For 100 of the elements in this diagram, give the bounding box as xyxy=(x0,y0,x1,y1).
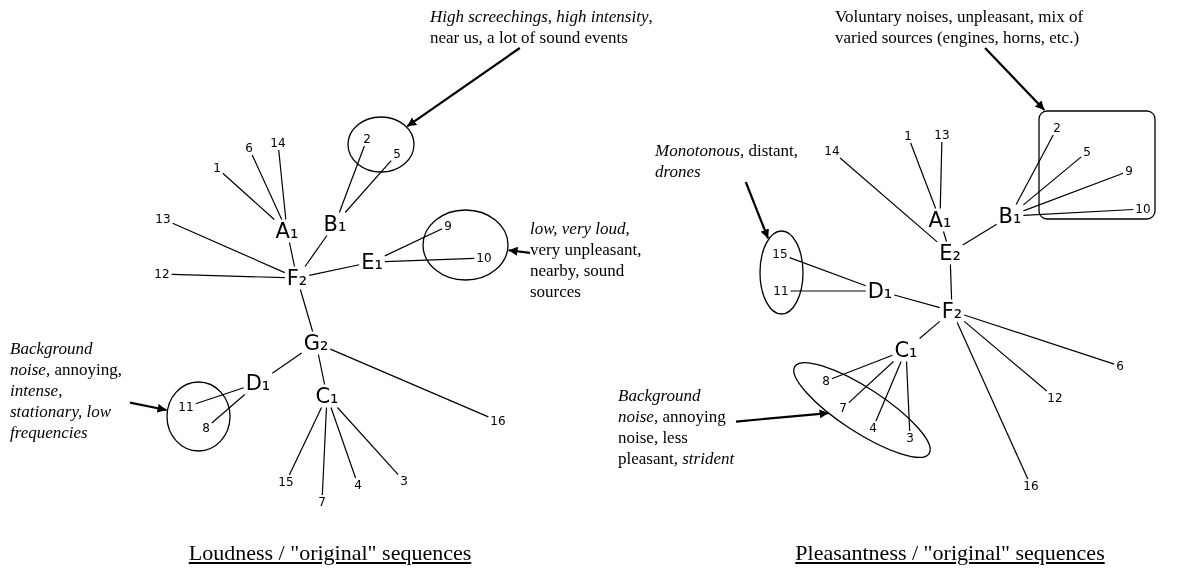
branch-line xyxy=(790,290,867,292)
leaf-number: 1 xyxy=(902,129,914,143)
annotation-text: Background noise, annoying, intense, stationary, low frequencies xyxy=(10,338,130,443)
leaf-number: 16 xyxy=(488,414,508,428)
branch-line xyxy=(1015,134,1054,206)
branch-line xyxy=(949,263,953,301)
branch-line xyxy=(321,406,328,496)
branch-line xyxy=(299,288,314,333)
arrow xyxy=(984,47,1046,111)
leaf-number: 9 xyxy=(442,219,454,233)
group-circle xyxy=(347,116,415,173)
leaf-number: 2 xyxy=(361,132,373,146)
leaf-number: 11 xyxy=(176,400,196,414)
cluster-label: C₁ xyxy=(892,338,920,362)
branch-line xyxy=(384,228,443,257)
branch-line xyxy=(942,230,948,243)
leaf-number: 16 xyxy=(1021,479,1041,493)
cluster-label: E₂ xyxy=(937,241,963,265)
branch-line xyxy=(278,149,287,221)
annotation-text: High screechings, high intensity, near us, a lot of sound events xyxy=(430,6,670,48)
arrow xyxy=(744,181,770,239)
cluster-label: C₁ xyxy=(313,384,341,408)
group-ellipse xyxy=(792,361,932,459)
arrow xyxy=(406,47,521,128)
caption: Pleasantness / "original" sequences xyxy=(795,540,1105,566)
branch-line xyxy=(195,387,245,405)
leaf-number: 3 xyxy=(398,474,410,488)
arrow xyxy=(508,246,531,256)
branch-line xyxy=(344,159,392,214)
branch-line xyxy=(288,241,296,268)
leaf-number: 12 xyxy=(1045,391,1065,405)
leaf-number: 12 xyxy=(152,267,172,281)
branch-line xyxy=(789,256,867,287)
leaf-number: 15 xyxy=(276,475,296,489)
leaf-number: 13 xyxy=(153,212,173,226)
cluster-label: F₂ xyxy=(284,266,310,290)
leaf-number: 2 xyxy=(1051,121,1063,135)
leaf-number: 9 xyxy=(1123,164,1135,178)
branch-line xyxy=(172,222,286,274)
branch-line xyxy=(211,393,246,424)
branch-line xyxy=(1022,156,1082,206)
branch-line xyxy=(222,172,275,221)
cluster-label: G₂ xyxy=(301,331,331,355)
leaf-number: 7 xyxy=(316,495,328,509)
leaf-number: 4 xyxy=(352,478,364,492)
branch-line xyxy=(338,145,365,214)
branch-line xyxy=(336,406,399,476)
leaf-number: 11 xyxy=(771,284,791,298)
leaf-number: 4 xyxy=(867,421,879,435)
group-circle xyxy=(166,381,231,452)
leaf-number: 10 xyxy=(474,251,494,265)
branch-line xyxy=(171,273,286,279)
branch-line xyxy=(1022,172,1124,212)
branch-line xyxy=(317,353,326,386)
branch-line xyxy=(384,257,475,263)
branch-line xyxy=(956,321,1029,480)
leaf-number: 8 xyxy=(200,421,212,435)
group-circle xyxy=(422,209,509,281)
branch-line xyxy=(839,157,938,243)
cluster-label: D₁ xyxy=(243,371,273,395)
branch-line xyxy=(848,360,895,404)
branch-line xyxy=(918,320,941,340)
leaf-number: 14 xyxy=(822,144,842,158)
cluster-label: D₁ xyxy=(865,279,895,303)
cluster-label: F₂ xyxy=(939,299,965,323)
leaf-number: 15 xyxy=(770,247,790,261)
leaf-number: 14 xyxy=(268,136,288,150)
cluster-label: A₁ xyxy=(273,219,301,243)
branch-line xyxy=(329,348,489,418)
leaf-number: 8 xyxy=(820,374,832,388)
annotation-text: low, very loud, very unpleasant, nearby, sound sources xyxy=(530,218,648,302)
leaf-number: 10 xyxy=(1133,202,1153,216)
leaf-number: 5 xyxy=(1081,145,1093,159)
group-frame xyxy=(1038,110,1156,220)
branch-line xyxy=(288,406,323,476)
branch-line xyxy=(308,264,360,276)
branch-line xyxy=(963,314,1115,365)
branch-line xyxy=(962,223,998,246)
branch-line xyxy=(251,154,283,221)
leaf-number: 5 xyxy=(391,147,403,161)
branch-line xyxy=(963,320,1048,392)
leaf-number: 7 xyxy=(837,401,849,415)
leaf-number: 13 xyxy=(932,128,952,142)
cluster-label: B₁ xyxy=(321,212,349,236)
annotation-text: Background noise, annoying noise, less pleasant, strident xyxy=(618,385,736,469)
branch-line xyxy=(905,360,911,432)
leaf-number: 3 xyxy=(904,431,916,445)
annotation-text: Voluntary noises, unpleasant, mix of varied sources (engines, horns, etc.) xyxy=(835,6,1095,48)
branch-line xyxy=(893,294,941,309)
cluster-label: B₁ xyxy=(996,204,1024,228)
leaf-number: 1 xyxy=(211,161,223,175)
arrow xyxy=(735,409,829,423)
branch-line xyxy=(1022,208,1134,216)
leaf-number: 6 xyxy=(243,141,255,155)
branch-line xyxy=(831,354,894,380)
branch-line xyxy=(304,234,328,268)
arrow xyxy=(129,401,167,413)
cluster-label: A₁ xyxy=(926,208,954,232)
branch-line xyxy=(271,352,303,374)
annotation-text: Monotonous, distant, drones xyxy=(655,140,820,182)
